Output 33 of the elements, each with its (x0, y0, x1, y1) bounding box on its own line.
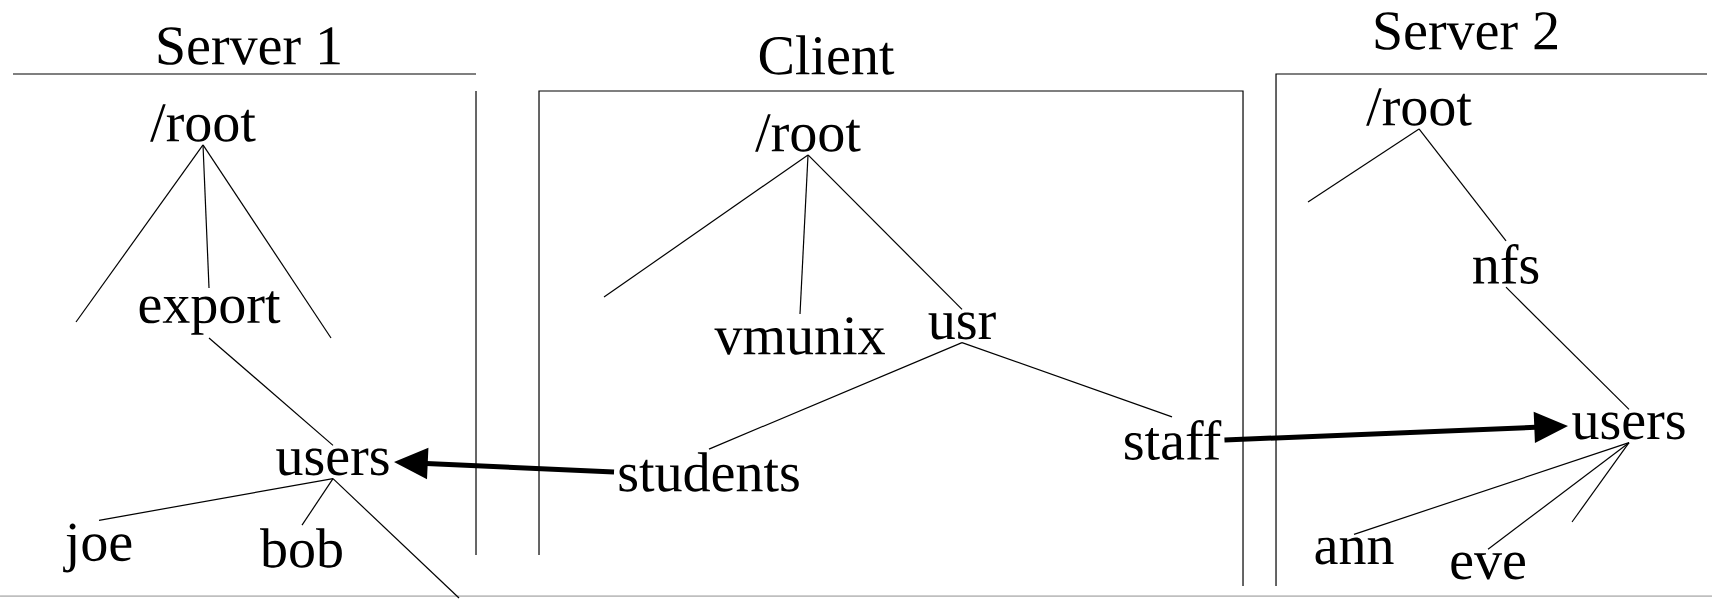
tree-line (799, 154, 809, 315)
directory-name: students (619, 452, 799, 492)
directory-name: vmunix (714, 317, 885, 355)
tree-line (708, 342, 963, 450)
tree-line (961, 342, 1173, 418)
directory-name: export (139, 291, 281, 335)
directory-name: joe (63, 523, 132, 573)
directory-name: /root (150, 104, 256, 142)
directory-name: nfs (1473, 244, 1539, 284)
tree-line (1487, 442, 1630, 550)
tree-line (603, 154, 809, 298)
directory-name: staff (1125, 420, 1222, 460)
tree-line (1353, 442, 1630, 535)
tree-line (1571, 442, 1630, 523)
tree-line (208, 337, 334, 446)
tree-line (75, 144, 204, 323)
tree-line (301, 478, 334, 526)
tree-line (1307, 128, 1420, 203)
tree-line (1418, 128, 1507, 242)
directory-name: ann (1315, 537, 1394, 565)
tree-line (98, 478, 334, 521)
tree-line (807, 154, 963, 310)
directory-name: /root (1366, 88, 1472, 126)
tree-line (1505, 286, 1630, 410)
tree-line (332, 478, 460, 599)
directory-name: eve (1451, 552, 1525, 580)
directory-name: bob (260, 528, 342, 568)
tree-line (202, 144, 210, 289)
directory-name: usr (928, 312, 996, 340)
directory-name: /root (755, 114, 861, 152)
directory-name: users (276, 448, 389, 476)
tree-line (202, 144, 332, 339)
directory-name: users (1572, 412, 1685, 440)
